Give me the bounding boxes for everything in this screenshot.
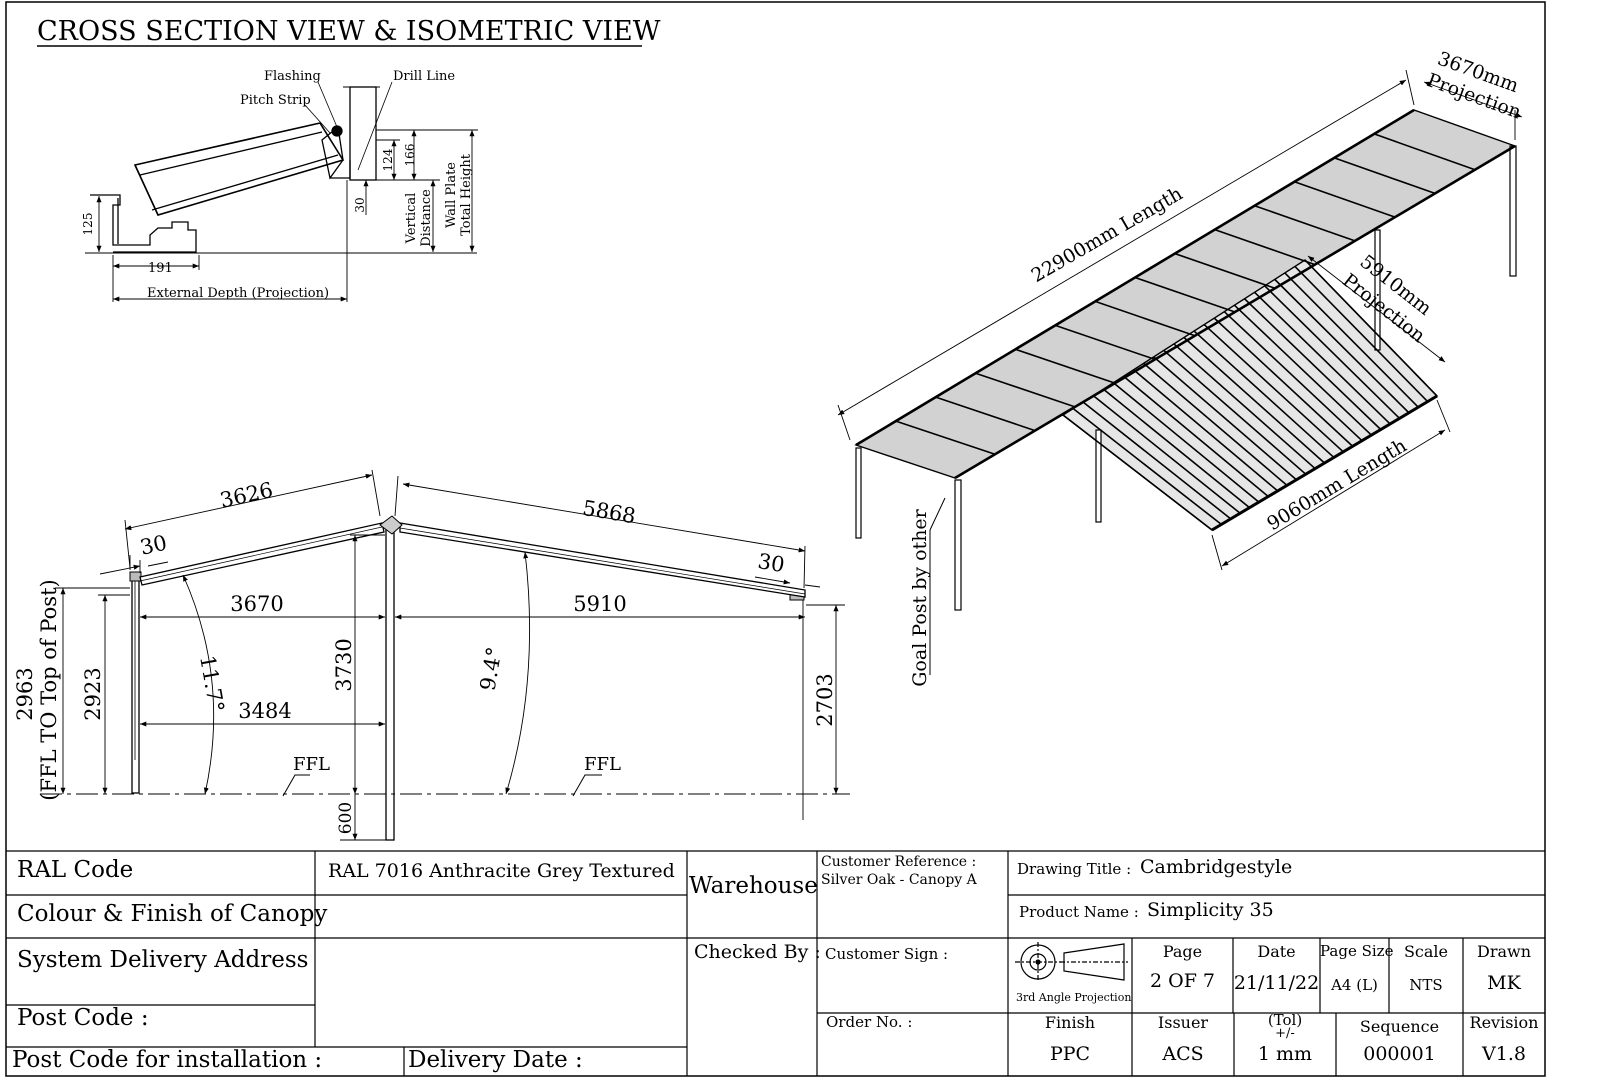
issuer-label: Issuer bbox=[1157, 1013, 1209, 1032]
date-label: Date bbox=[1257, 942, 1296, 961]
revision-label: Revision bbox=[1469, 1013, 1539, 1032]
finish-value: PPC bbox=[1049, 1043, 1091, 1065]
tolerance-label-2: +/- bbox=[1275, 1026, 1295, 1041]
dim-30-right: 30 bbox=[756, 549, 786, 577]
label-pitch-strip: Pitch Strip bbox=[240, 93, 311, 108]
sequence-value: 000001 bbox=[1363, 1043, 1436, 1065]
label-30-detail: 30 bbox=[353, 197, 367, 212]
section-dimensions bbox=[55, 469, 845, 841]
branch-rafter bbox=[1092, 395, 1241, 514]
tolerance-label-1: (Tol) bbox=[1267, 1011, 1303, 1029]
label-wall-plate-1: Wall Plate bbox=[444, 162, 459, 228]
label-vertical-distance-2: Distance bbox=[419, 189, 434, 247]
scale-value: NTS bbox=[1409, 976, 1443, 994]
isometric-dimensions bbox=[837, 69, 1523, 571]
finish-label: Finish bbox=[1044, 1013, 1096, 1032]
ral-code-value: RAL 7016 Anthracite Grey Textured bbox=[328, 860, 675, 882]
product-name-value: Simplicity 35 bbox=[1147, 899, 1274, 921]
scale-label: Scale bbox=[1403, 942, 1449, 961]
dim-2703: 2703 bbox=[813, 673, 837, 726]
dim-30-left: 30 bbox=[138, 531, 169, 560]
drawn-label: Drawn bbox=[1476, 942, 1531, 961]
dim-3484: 3484 bbox=[238, 699, 291, 723]
checked-by-label: Checked By : bbox=[694, 941, 821, 963]
delivery-address-label: System Delivery Address bbox=[17, 947, 309, 973]
detail-dimensions bbox=[96, 129, 478, 302]
drawing-title-label: Drawing Title : bbox=[1017, 860, 1132, 878]
dim-2963: 2963 bbox=[13, 667, 37, 720]
customer-sign-label: Customer Sign : bbox=[825, 945, 949, 963]
branch-rafter bbox=[1082, 401, 1232, 520]
warehouse-label: Warehouse bbox=[689, 873, 818, 899]
ffl-right: FFL bbox=[584, 754, 621, 775]
page-value: 2 OF 7 bbox=[1149, 970, 1215, 992]
third-angle-projection-icon bbox=[1015, 942, 1128, 982]
label-125: 125 bbox=[81, 213, 95, 236]
detail-labels: Flashing Drill Line Pitch Strip 166 124 … bbox=[81, 69, 474, 301]
label-wall-plate-2: Total Height bbox=[459, 153, 474, 236]
dim-600: 600 bbox=[336, 802, 356, 834]
colour-finish-label: Colour & Finish of Canopy bbox=[17, 901, 328, 927]
cross-section bbox=[40, 515, 850, 841]
sequence-label: Sequence bbox=[1359, 1017, 1440, 1036]
label-124: 124 bbox=[381, 148, 395, 171]
customer-reference-label: Customer Reference : bbox=[821, 854, 977, 870]
page-size-label: Page Size bbox=[1320, 942, 1394, 960]
page-label: Page bbox=[1162, 942, 1203, 961]
post-code-label: Post Code : bbox=[17, 1005, 149, 1031]
date-value: 21/11/22 bbox=[1233, 972, 1320, 994]
tolerance-value: 1 mm bbox=[1257, 1043, 1313, 1065]
branch-rafter bbox=[1062, 414, 1213, 531]
delivery-date-label: Delivery Date : bbox=[408, 1047, 583, 1073]
ffl-left: FFL bbox=[293, 754, 330, 775]
dim-2963-note: (FFL TO Top of Post) bbox=[37, 579, 61, 800]
label-external-depth: External Depth (Projection) bbox=[147, 286, 329, 301]
projection-label: 3rd Angle Projection bbox=[1016, 991, 1132, 1004]
label-191: 191 bbox=[148, 261, 173, 276]
sheet-border bbox=[5, 1, 1546, 1077]
label-vertical-distance-1: Vertical bbox=[404, 193, 419, 245]
label-flashing: Flashing bbox=[264, 69, 321, 84]
product-name-label: Product Name : bbox=[1019, 903, 1139, 921]
label-drill-line: Drill Line bbox=[393, 69, 455, 84]
customer-reference-value: Silver Oak - Canopy A bbox=[821, 872, 977, 888]
dim-3730: 3730 bbox=[332, 638, 356, 691]
profile-detail bbox=[85, 81, 477, 254]
drawn-value: MK bbox=[1487, 972, 1521, 994]
section-labels: 3626 5868 30 30 3670 5910 3484 2923 2963… bbox=[13, 478, 837, 835]
sheet-heading: CROSS SECTION VIEW & ISOMETRIC VIEW bbox=[37, 16, 661, 47]
post-code-install-label: Post Code for installation : bbox=[12, 1047, 323, 1073]
iso-goal-post: Goal Post by other bbox=[909, 508, 931, 686]
drawing-title-value: Cambridgestyle bbox=[1140, 856, 1293, 878]
revision-value: V1.8 bbox=[1482, 1043, 1526, 1065]
order-no-label: Order No. : bbox=[826, 1013, 913, 1031]
issuer-value: ACS bbox=[1162, 1043, 1204, 1065]
dim-3670: 3670 bbox=[230, 592, 283, 616]
page-size-value: A4 (L) bbox=[1331, 976, 1378, 994]
ral-code-label: RAL Code bbox=[17, 857, 134, 883]
dim-2923: 2923 bbox=[81, 667, 105, 720]
glazing-bar bbox=[895, 420, 996, 456]
label-166: 166 bbox=[403, 144, 417, 167]
dim-5910: 5910 bbox=[573, 592, 626, 616]
branch-rafter bbox=[1072, 407, 1222, 526]
